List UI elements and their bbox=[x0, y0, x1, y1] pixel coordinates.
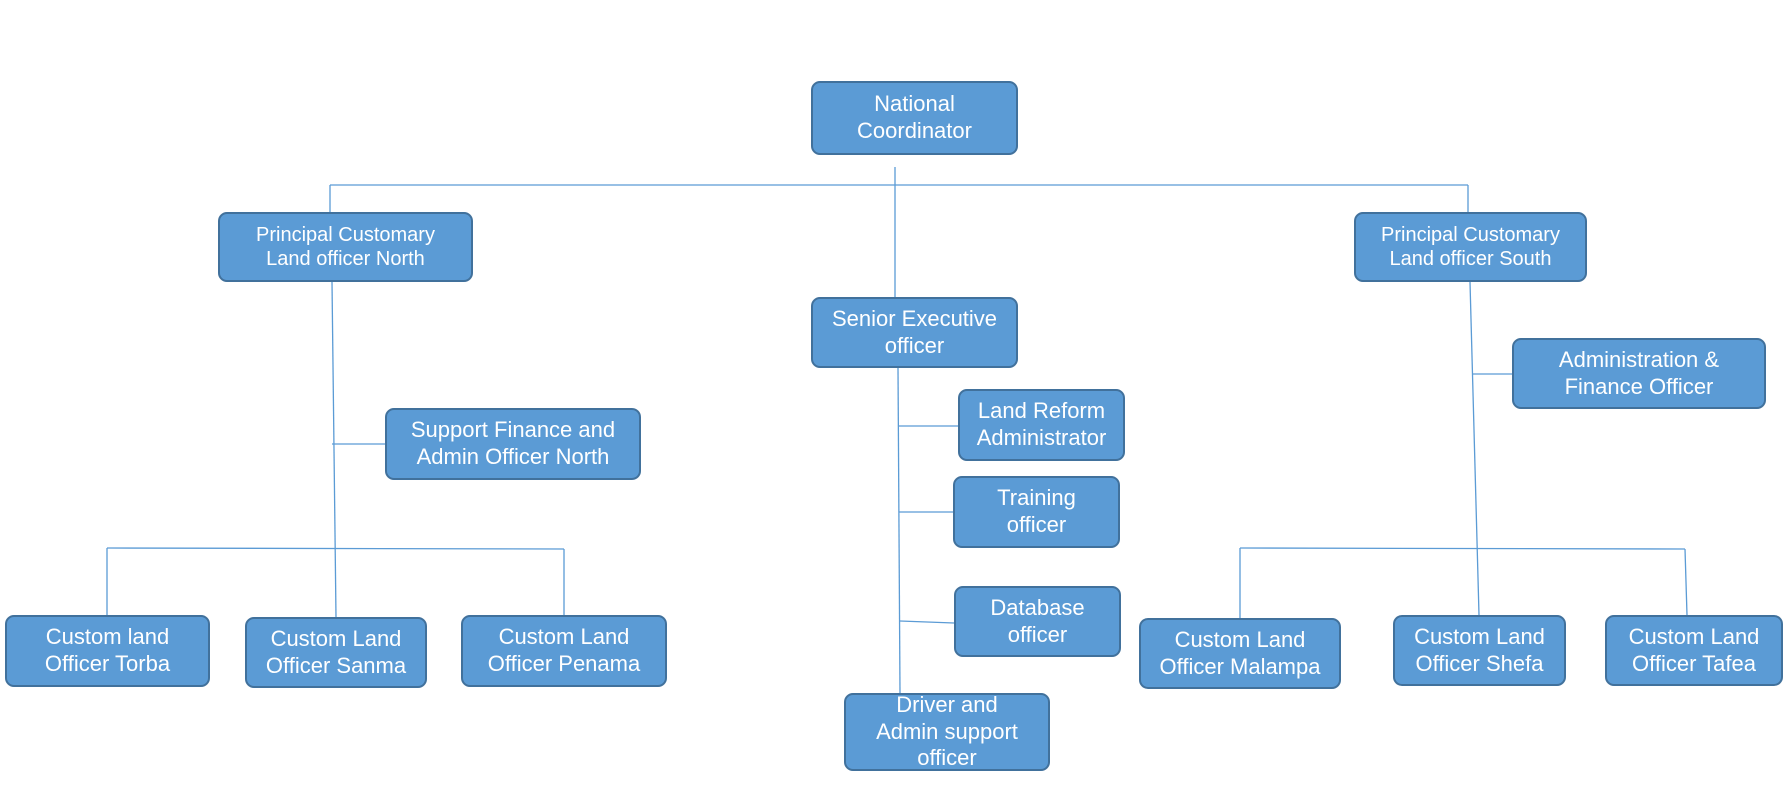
node-label: Senior Executive officer bbox=[831, 305, 998, 358]
node-label: Custom Land Officer Penama bbox=[487, 624, 641, 676]
connector-to-database bbox=[899, 620, 955, 624]
node-custom-land-tafea: Custom Land Officer Tafea bbox=[1605, 615, 1783, 686]
node-label: Custom Land Officer Tafea bbox=[1628, 623, 1760, 676]
node-label: Custom land Officer Torba bbox=[44, 624, 171, 676]
node-custom-land-shefa: Custom Land Officer Shefa bbox=[1393, 615, 1566, 686]
node-label: Custom Land Officer Malampa bbox=[1159, 626, 1321, 679]
node-label: Database officer bbox=[990, 594, 1085, 647]
node-label: Support Finance and Admin Officer North bbox=[410, 417, 616, 469]
node-label: Driver and Admin support officer bbox=[876, 691, 1018, 771]
node-custom-land-sanma: Custom Land Officer Sanma bbox=[245, 617, 427, 688]
node-senior-executive-officer: Senior Executive officer bbox=[811, 297, 1018, 368]
node-label: Administration & Finance Officer bbox=[1558, 346, 1720, 399]
node-label: Training officer bbox=[997, 485, 1076, 537]
connector-south-bus bbox=[1239, 547, 1686, 550]
connector-to-tafea bbox=[1684, 548, 1688, 616]
node-custom-land-penama: Custom Land Officer Penama bbox=[461, 615, 667, 687]
node-training-officer: Training officer bbox=[953, 476, 1120, 548]
node-label: Custom Land Officer Sanma bbox=[265, 625, 407, 678]
connector-north-bus bbox=[106, 547, 565, 550]
node-administration-finance-officer: Administration & Finance Officer bbox=[1512, 338, 1766, 409]
node-custom-land-torba: Custom land Officer Torba bbox=[5, 615, 210, 687]
node-label: Custom Land Officer Shefa bbox=[1414, 623, 1545, 676]
node-principal-customary-north: Principal Customary Land officer North bbox=[218, 212, 473, 282]
node-land-reform-administrator: Land Reform Administrator bbox=[958, 389, 1125, 461]
node-database-officer: Database officer bbox=[954, 586, 1121, 657]
connector-seo-trunk bbox=[897, 367, 901, 694]
node-principal-customary-south: Principal Customary Land officer South bbox=[1354, 212, 1587, 282]
connector-pclo-north-trunk bbox=[331, 281, 337, 618]
node-label: Principal Customary Land officer North bbox=[256, 223, 435, 270]
node-label: National Coordinator bbox=[857, 91, 972, 143]
node-national-coordinator: National Coordinator bbox=[811, 81, 1018, 155]
connector-pclo-south-trunk bbox=[1469, 281, 1480, 616]
node-label: Land Reform Administrator bbox=[976, 398, 1107, 450]
node-driver-admin-support: Driver and Admin support officer bbox=[844, 691, 1050, 771]
node-custom-land-malampa: Custom Land Officer Malampa bbox=[1139, 618, 1341, 689]
node-support-finance-admin-north: Support Finance and Admin Officer North bbox=[385, 408, 641, 480]
node-label: Principal Customary Land officer South bbox=[1381, 223, 1560, 270]
